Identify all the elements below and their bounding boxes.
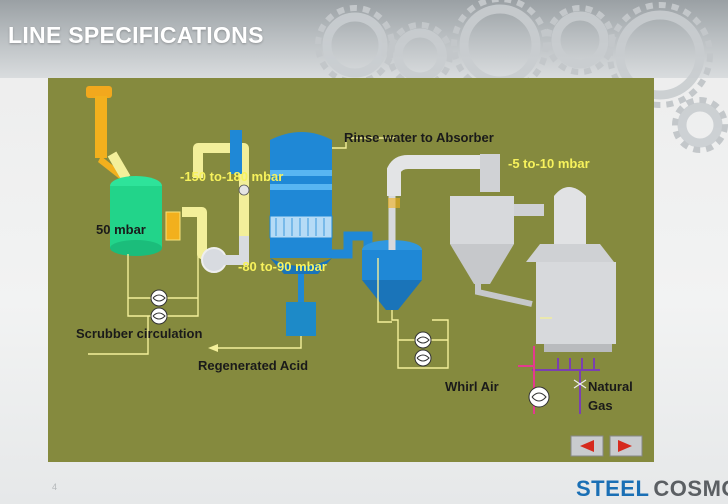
slide-number: 4 (52, 482, 58, 492)
separator-pump-2 (414, 349, 432, 367)
scrubber-pump-2 (150, 307, 168, 325)
separator-pump-1 (414, 331, 432, 349)
burner-lances (532, 358, 600, 371)
label-pressure-absorber-top: -150 to-180 mbar (180, 169, 283, 184)
cyclone (450, 154, 544, 307)
label-rinse-water: Rinse water to Absorber (344, 130, 494, 145)
logo-part1: STEEL (576, 476, 650, 501)
label-pressure-scrubber: 50 mbar (96, 222, 146, 237)
gears-decoration (315, 0, 728, 153)
absorber-column (230, 130, 398, 336)
whirl-air-line (518, 346, 550, 414)
natural-gas-line (573, 370, 587, 414)
label-pressure-cyclone: -5 to-10 mbar (508, 156, 590, 171)
scrubber-pump-1 (150, 289, 168, 307)
label-natural-gas-line2: Gas (588, 398, 613, 413)
label-pressure-absorber-bottom: -80 to-90 mbar (238, 259, 327, 274)
label-natural-gas-line1: Natural (588, 379, 633, 394)
scrubber-vessel (110, 176, 181, 256)
regenerated-acid-line (208, 336, 302, 352)
label-regenerated-acid: Regenerated Acid (198, 358, 308, 373)
droplet-separator (362, 188, 422, 310)
label-scrubber-circulation: Scrubber circulation (76, 326, 202, 341)
slide-title: LINE SPECIFICATIONS (8, 22, 264, 48)
exhaust-stack (86, 86, 126, 184)
absorber-to-separator-duct (332, 231, 373, 259)
logo-part2: COSMOS (653, 476, 728, 501)
offgas-duct (387, 155, 494, 208)
next-slide-button[interactable] (609, 435, 643, 457)
process-flow-diagram: Rinse water to Absorber -5 to-10 mbar -1… (48, 78, 654, 462)
prev-slide-button[interactable] (570, 435, 604, 457)
venturi-duct (220, 236, 249, 265)
roaster-reactor (526, 187, 616, 352)
label-whirl-air: Whirl Air (445, 379, 499, 394)
steelcosmos-logo: STEEL COSMOS (576, 474, 728, 504)
